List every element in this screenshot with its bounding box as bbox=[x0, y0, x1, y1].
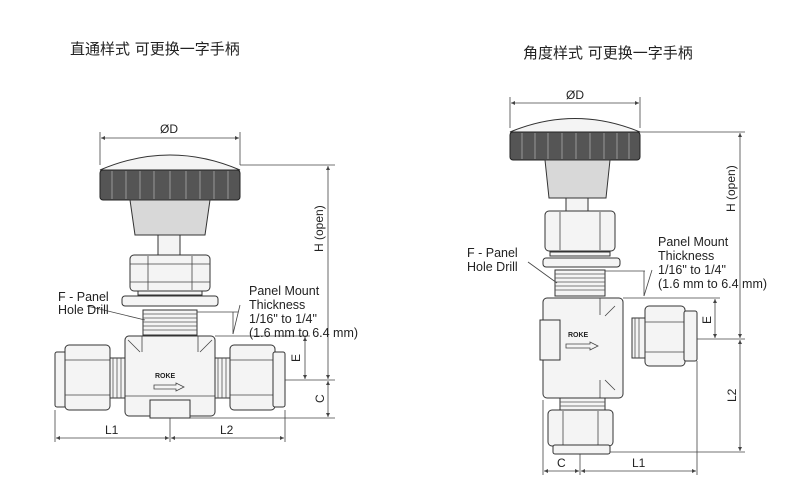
straight-valve-drawing: 直通样式 可更换一字手柄 ØD ROKE bbox=[54, 40, 358, 442]
straight-brand: ROKE bbox=[155, 373, 176, 380]
angle-valve-drawing: 角度样式 可更换一字手柄 ØD ROKE bbox=[467, 44, 767, 475]
panel-nut bbox=[121, 295, 219, 307]
straight-dim-l1: L1 bbox=[105, 423, 119, 437]
straight-dim-h: H (open) bbox=[312, 205, 326, 252]
left-fitting-nut bbox=[64, 344, 111, 411]
straight-dim-d: ØD bbox=[160, 122, 178, 136]
straight-dim-e: E bbox=[289, 354, 303, 362]
angle-dim-e: E bbox=[700, 316, 714, 324]
straight-title: 直通样式 可更换一字手柄 bbox=[70, 40, 240, 58]
straight-dim-c: C bbox=[313, 394, 327, 403]
knob-dome bbox=[99, 154, 241, 171]
angle-brand: ROKE bbox=[568, 332, 589, 339]
angle-knurled-handle bbox=[509, 131, 641, 161]
angle-flow-arrow-icon bbox=[565, 341, 599, 351]
angle-title: 角度样式 可更换一字手柄 bbox=[523, 44, 693, 62]
angle-dim-l1: L1 bbox=[632, 456, 646, 470]
angle-dim-h: H (open) bbox=[724, 165, 738, 212]
flow-arrow-icon bbox=[153, 382, 185, 392]
right-fitting-nut bbox=[229, 344, 276, 411]
angle-dim-l2: L2 bbox=[725, 388, 739, 402]
bonnet-nut bbox=[129, 254, 211, 292]
straight-dim-l2: L2 bbox=[220, 423, 234, 437]
angle-dim-d: ØD bbox=[566, 88, 584, 102]
angle-dim-c: C bbox=[557, 456, 566, 470]
